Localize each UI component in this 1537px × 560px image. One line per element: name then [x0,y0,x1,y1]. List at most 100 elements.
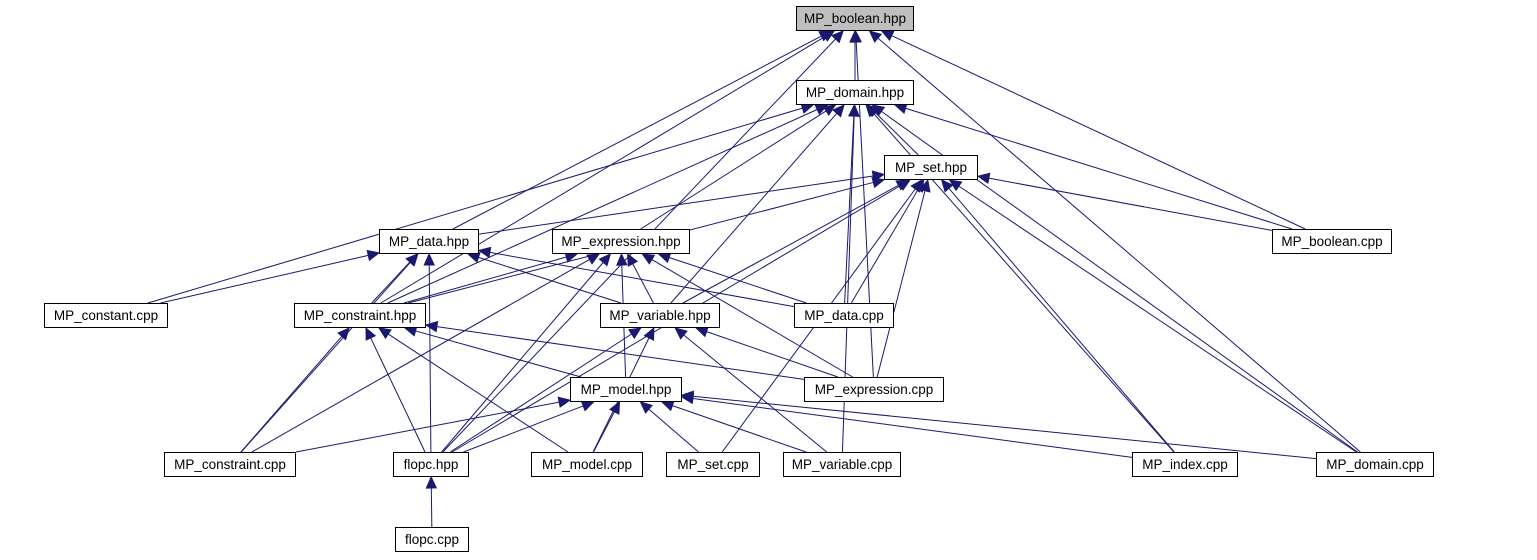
arrowhead-flopc_hpp-to-expression_hpp [598,253,612,267]
node-mp-expression-hpp[interactable]: MP_expression.hpp [552,229,690,254]
arrowhead-variable_cpp-to-model_hpp [660,400,675,412]
edge-constraint_hpp-to-expression_hpp [403,256,567,304]
edge-constant_cpp-to-domain_hpp [147,107,803,304]
node-mp-index-cpp[interactable]: MP_index.cpp [1132,452,1238,477]
arrowhead-constant_cpp-to-data_hpp [366,249,381,262]
node-mp-set-cpp[interactable]: MP_set.cpp [666,452,760,477]
arrowhead-expression_cpp-to-constraint_hpp [424,320,439,333]
edge-index_cpp-to-model_hpp [692,397,1133,458]
edge-model_cpp-to-model_hpp [593,411,615,453]
node-mp-domain-hpp[interactable]: MP_domain.hpp [796,80,914,105]
node-flopc-cpp[interactable]: flopc.cpp [395,527,469,552]
edge-data_cpp-to-domain_hpp [844,115,855,304]
edge-data_cpp-to-expression_hpp [668,256,807,304]
edge-constraint_cpp-to-model_hpp [295,401,560,453]
edge-constraint_hpp-to-boolean_hpp [380,36,825,304]
edge-index_cpp-to-set_hpp [948,188,1175,453]
node-mp-domain-cpp[interactable]: MP_domain.cpp [1316,452,1434,477]
edge-flopc_hpp-to-constraint_hpp [370,337,426,453]
node-flopc-hpp[interactable]: flopc.hpp [393,452,469,477]
arrowhead-constraint_cpp-to-model_hpp [557,396,572,408]
arrowhead-data_cpp-to-data_hpp [477,246,492,259]
arrowhead-flopc_hpp-to-variable_hpp [627,327,642,340]
arrowhead-data_cpp-to-expression_hpp [657,252,672,264]
edge-expression_hpp-to-domain_hpp [640,110,827,230]
node-mp-data-hpp[interactable]: MP_data.hpp [379,229,479,254]
node-mp-variable-hpp[interactable]: MP_variable.hpp [600,303,720,328]
arrowhead-flopc_hpp-to-model_hpp [580,400,595,412]
arrowhead-boolean_cpp-to-set_hpp [976,172,991,184]
edge-data_hpp-to-set_hpp [478,175,874,235]
node-mp-variable-cpp[interactable]: MP_variable.cpp [783,452,901,477]
arrowhead-variable_cpp-to-domain_hpp [848,103,860,117]
arrowhead-domain_cpp-to-set_hpp [948,179,963,192]
edge-boolean_cpp-to-boolean_hpp [891,35,1306,230]
edge-flopc_hpp-to-model_hpp [463,405,584,453]
arrowhead-constraint_cpp-to-data_hpp [405,253,419,267]
arrowhead-domain_cpp-to-model_hpp [680,390,695,403]
arrowhead-expression_hpp-to-domain_hpp [822,104,837,117]
edge-boolean_cpp-to-set_hpp [988,177,1273,231]
edge-constraint_hpp-to-domain_hpp [387,109,818,304]
arrowhead-set_cpp-to-set_hpp [910,179,923,193]
arrowhead-variable_hpp-to-domain_hpp [832,104,845,118]
node-mp-constant-cpp[interactable]: MP_constant.cpp [44,303,168,328]
edge-variable_hpp-to-set_hpp [682,184,899,304]
arrowhead-expression_cpp-to-variable_hpp [695,326,709,338]
arrowhead-flopc_hpp-to-boolean_hpp [831,30,844,44]
arrowhead-expression_cpp-to-boolean_hpp [850,29,862,43]
arrowhead-constraint_cpp-to-expression_hpp [586,253,601,265]
arrowhead-model_cpp-to-model_hpp [609,400,621,415]
edge-variable_hpp-to-domain_hpp [670,112,838,304]
node-mp-data-cpp[interactable]: MP_data.cpp [794,303,894,328]
arrowhead-flopc_hpp-to-data_hpp [423,252,435,266]
edge-data_cpp-to-data_hpp [489,251,795,308]
node-mp-set-hpp[interactable]: MP_set.hpp [884,155,978,180]
edge-flopc_hpp-to-variable_hpp [449,333,632,453]
edge-flopc_hpp-to-data_hpp [428,264,432,453]
edge-variable_cpp-to-model_hpp [672,405,807,453]
edge-flopc_hpp-to-expression_hpp [441,262,604,453]
edge-domain_cpp-to-set_hpp [958,185,1357,453]
edge-set_cpp-to-model_hpp [648,408,699,453]
edge-model_cpp-to-constraint_hpp [387,333,569,453]
arrowhead-index_cpp-to-set_hpp [940,179,954,193]
arrowhead-flopc_hpp-to-set_hpp [897,179,911,191]
arrowhead-variable_hpp-to-data_hpp [466,252,481,264]
arrowhead-model_cpp-to-constraint_hpp [378,327,392,340]
edge-boolean_cpp-to-domain_hpp [905,107,1293,230]
arrowhead-model_hpp-to-expression_hpp [616,252,628,266]
arrowhead-constraint_cpp-to-constraint_hpp [337,327,350,341]
arrowhead-set_cpp-to-model_hpp [639,401,653,414]
arrowhead-flopc_cpp-to-flopc_hpp [425,475,438,489]
arrowhead-model_cpp-to-variable_hpp [643,326,655,341]
edge-expression_cpp-to-variable_hpp [706,331,839,378]
node-mp-constraint-cpp[interactable]: MP_constraint.cpp [164,452,296,477]
edge-variable_hpp-to-expression_hpp [632,263,654,304]
arrowhead-index_cpp-to-domain_hpp [865,104,879,118]
arrowhead-variable_cpp-to-variable_hpp [674,327,688,340]
edge-variable_hpp-to-data_hpp [478,256,622,304]
edge-expression_cpp-to-expression_hpp [651,259,853,378]
arrowhead-expression_cpp-to-set_hpp [919,178,931,193]
edge-model_hpp-to-constraint_hpp [415,330,582,378]
edge-data_hpp-to-boolean_hpp [452,35,822,230]
arrowhead-boolean_cpp-to-boolean_hpp [880,30,895,42]
node-mp-boolean-hpp: MP_boolean.hpp [796,6,914,31]
edge-expression_cpp-to-constraint_hpp [436,326,805,380]
node-mp-boolean-cpp[interactable]: MP_boolean.cpp [1272,229,1392,254]
edge-flopc_cpp-to-flopc_hpp [430,487,433,528]
edge-constraint_hpp-to-data_hpp [371,261,411,304]
edge-constant_cpp-to-data_hpp [160,254,369,304]
node-mp-model-cpp[interactable]: MP_model.cpp [531,452,643,477]
node-mp-model-hpp[interactable]: MP_model.hpp [570,377,682,402]
edge-constraint_cpp-to-constraint_hpp [240,335,343,453]
edge-variable_cpp-to-variable_hpp [683,334,828,453]
arrowhead-variable_hpp-to-expression_hpp [627,252,639,267]
arrowhead-expression_cpp-to-expression_hpp [641,253,656,265]
arrowhead-flopc_hpp-to-constraint_hpp [365,326,377,341]
node-mp-expression-cpp[interactable]: MP_expression.cpp [804,377,944,402]
arrowhead-data_hpp-to-boolean_hpp [818,30,833,42]
node-mp-constraint-hpp[interactable]: MP_constraint.hpp [294,303,426,328]
